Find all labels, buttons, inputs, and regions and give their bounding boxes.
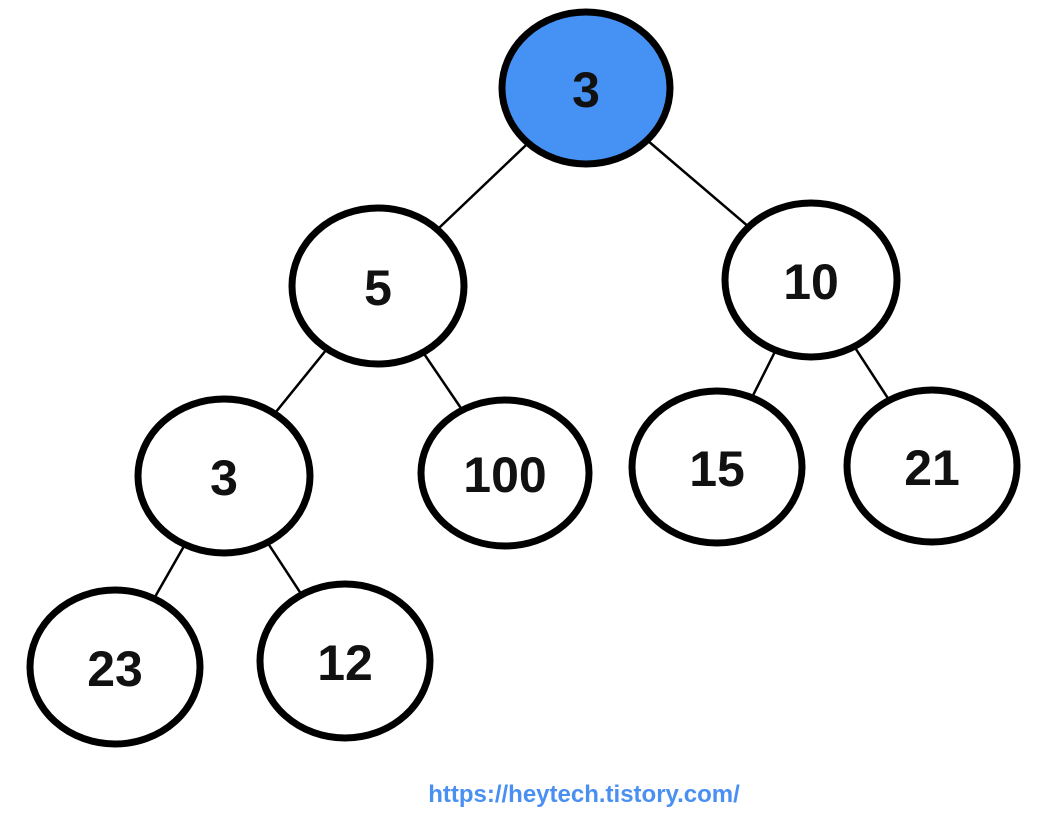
tree-node-n3: 3 <box>134 395 314 557</box>
tree-node-circle <box>721 199 901 361</box>
tree-node-label: 100 <box>463 447 546 503</box>
tree-node-circle <box>628 387 806 547</box>
tree-node-label: 23 <box>87 641 143 697</box>
tree-node-label: 10 <box>783 254 839 310</box>
tree-node-circle <box>134 395 314 557</box>
tree-node-label: 12 <box>317 635 373 691</box>
tree-node-n5: 5 <box>288 204 468 368</box>
tree-node-n100: 100 <box>417 396 593 550</box>
tree-node-n15: 15 <box>628 387 806 547</box>
tree-node-circle <box>26 586 204 748</box>
tree-node-circle <box>843 386 1021 546</box>
tree-node-label: 3 <box>210 450 238 506</box>
tree-node-circle <box>498 8 674 168</box>
tree-node-circle <box>256 580 434 742</box>
tree-node-circle <box>288 204 468 368</box>
tree-edges <box>113 87 934 668</box>
tree-node-n23: 23 <box>26 586 204 748</box>
tree-node-label: 3 <box>572 62 600 118</box>
tree-node-label: 21 <box>904 440 960 496</box>
tree-node-n12: 12 <box>256 580 434 742</box>
tree-node-label: 5 <box>364 260 392 316</box>
tree-node-circle <box>417 396 593 550</box>
tree-node-n10: 10 <box>721 199 901 361</box>
tree-node-label: 15 <box>689 441 745 497</box>
footer-url[interactable]: https://heytech.tistory.com/ <box>428 781 740 808</box>
tree-node-n21: 21 <box>843 386 1021 546</box>
tree-node-root: 3 <box>498 8 674 168</box>
tree-nodes: 3 5 10 3 100 15 21 23 12 <box>26 8 1021 748</box>
